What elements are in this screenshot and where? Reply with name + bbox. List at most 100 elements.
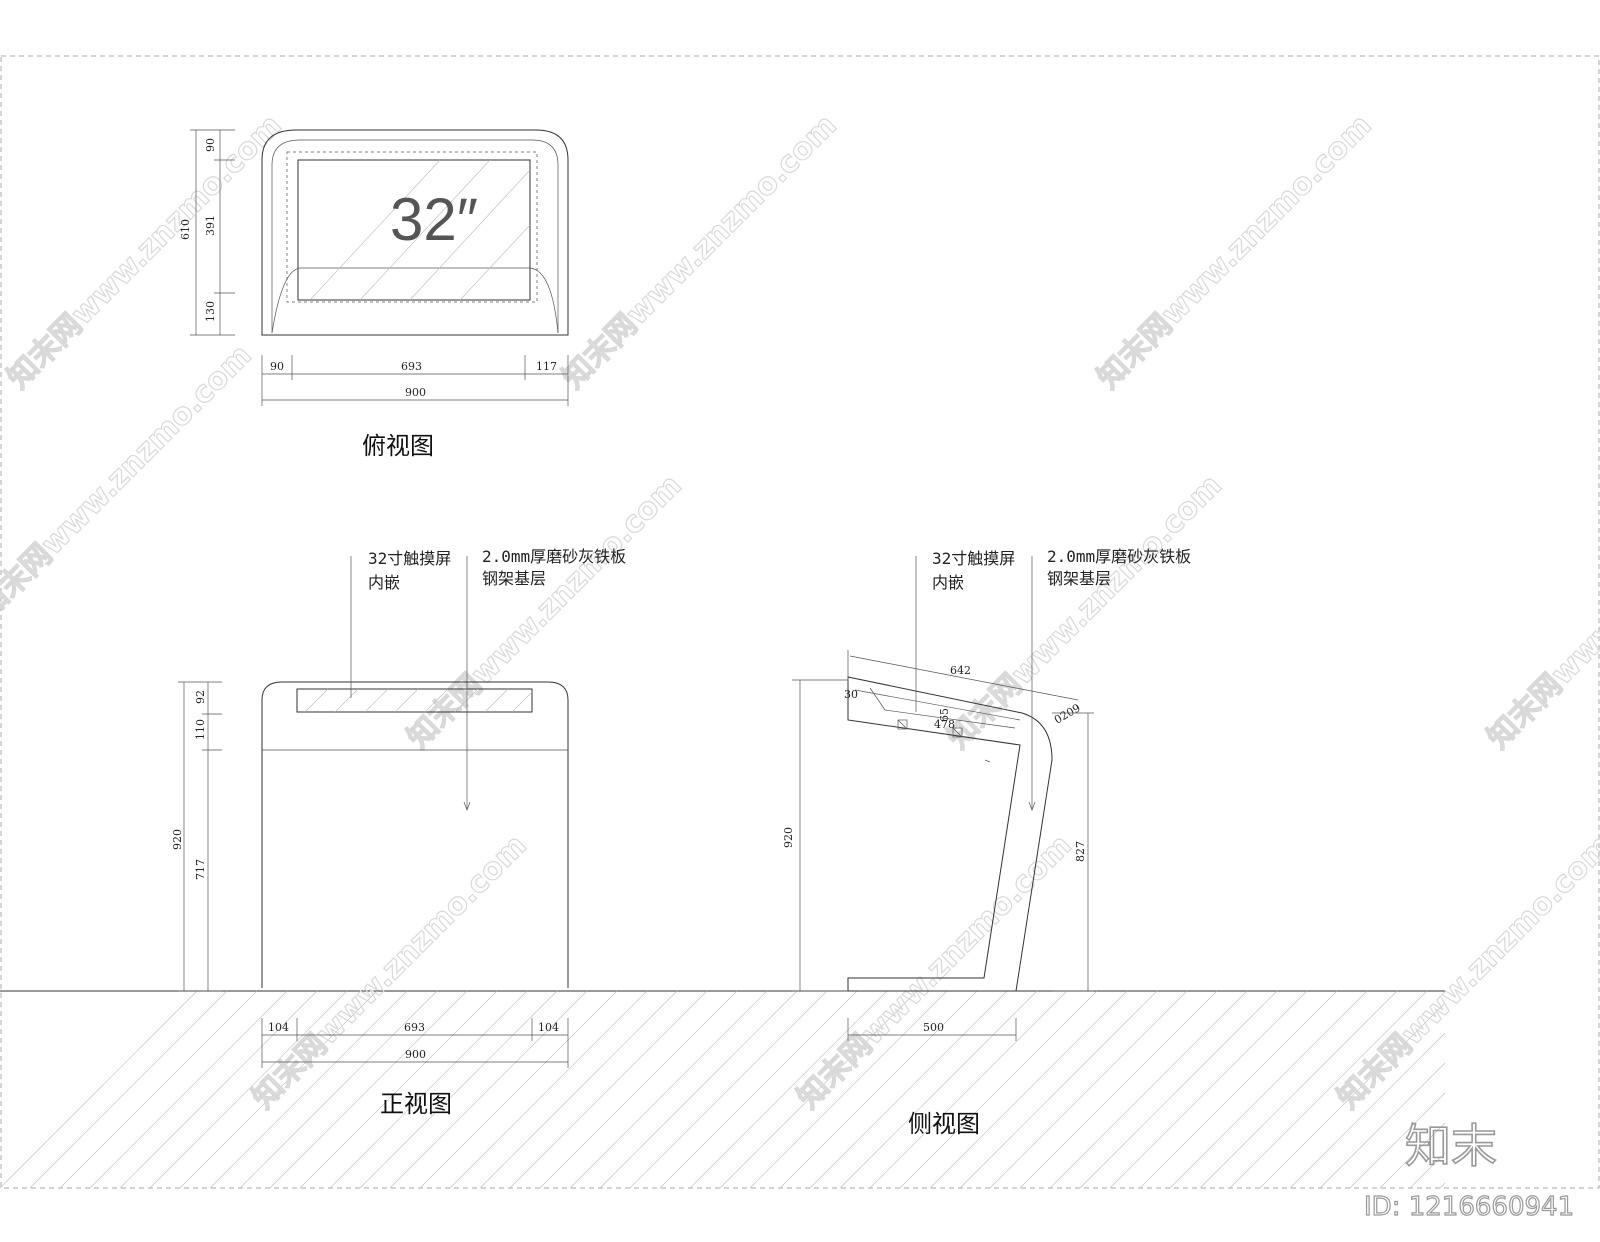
ground-hatch-line <box>179 990 378 1189</box>
ground-hatch-line <box>1139 990 1338 1189</box>
front-view-outline <box>261 681 569 988</box>
ground-hatch-line <box>389 990 588 1189</box>
dim-side-65: 65 <box>938 708 951 722</box>
dim-top-130: 130 <box>204 301 217 322</box>
ground-hatch-line <box>1019 990 1218 1189</box>
watermark-text: 知末网www.znzmo.com <box>246 828 534 1116</box>
watermark-text: 知末网www.znzmo.com <box>791 828 1079 1116</box>
ground-hatch-line <box>749 990 948 1189</box>
ground-hatch-line <box>269 990 468 1189</box>
ground-hatch-line <box>59 990 258 1189</box>
ground-hatch-line <box>509 990 708 1189</box>
side-view-outline <box>847 676 1053 992</box>
watermark-text: 知末网www.znzmo.com <box>1091 108 1379 396</box>
ground-hatch-line <box>1079 990 1278 1189</box>
ground-hatch-line <box>1319 1062 1446 1189</box>
dim-side-radius: 0209 <box>1052 701 1083 726</box>
watermark-text: 知末网www.znzmo.com <box>401 468 689 756</box>
ground-hatch-line <box>989 990 1188 1189</box>
image-id: ID: 1216660941 <box>1364 1192 1574 1222</box>
ground-hatch-line <box>839 990 1038 1189</box>
ground-hatch-line <box>959 990 1158 1189</box>
ground-hatch-line <box>1409 1152 1446 1189</box>
dim-top-total: 610 <box>179 219 192 240</box>
front-note-material-1: 2.0mm厚磨砂灰铁板 <box>482 547 626 566</box>
front-view-screen <box>296 688 533 713</box>
ground-hatch-line <box>929 990 1128 1189</box>
side-note-material-2: 钢架基层 <box>1047 569 1111 588</box>
ground-hatch-line <box>239 990 438 1189</box>
front-view-title: 正视图 <box>380 1090 452 1118</box>
front-note-screen-2: 内嵌 <box>368 573 400 592</box>
ground-hatch-line <box>629 990 828 1189</box>
watermark-text: 知末网www.znzmo.com <box>556 108 844 396</box>
ground-hatch-line <box>659 990 858 1189</box>
front-view: 32寸触摸屏 内嵌 2.0mm厚磨砂灰铁板 钢架基层 920 92 110 71… <box>171 547 626 1118</box>
ground-hatch-line <box>119 990 318 1189</box>
screen-glass-hatch <box>309 159 531 301</box>
ground-hatch-line <box>89 990 288 1189</box>
top-view-outline <box>261 129 569 336</box>
top-view-title: 俯视图 <box>362 432 434 460</box>
ground-hatch-line <box>149 990 348 1189</box>
ground-hatch-line <box>419 990 618 1189</box>
ground-hatch-line <box>1259 1002 1446 1189</box>
ground-hatch-line <box>1229 990 1428 1189</box>
dim-side-827: 827 <box>1074 841 1087 862</box>
ground-hatch-line <box>779 990 978 1189</box>
dim-side-642: 642 <box>950 664 971 677</box>
front-view-bottom-dimensions: 104 693 104 900 <box>261 1018 569 1068</box>
top-view-left-dimensions: 610 90 391 130 <box>179 129 235 336</box>
ground-hatch-line <box>1109 990 1308 1189</box>
top-view-bottom-dimensions: 90 693 117 900 <box>261 355 569 406</box>
dim-front-92: 92 <box>194 690 207 704</box>
top-view-screen <box>297 159 531 301</box>
sheet-border <box>0 55 1600 1189</box>
ground-hatch-line <box>479 990 678 1189</box>
ground-hatch-line <box>0 990 198 1189</box>
ground-hatch <box>0 990 1446 1189</box>
brand-logo: 知末 <box>1405 1119 1497 1173</box>
ground-hatch-line <box>1379 1122 1446 1189</box>
side-note-material-1: 2.0mm厚磨砂灰铁板 <box>1047 547 1191 566</box>
dim-front-110: 110 <box>194 719 207 740</box>
ground-hatch-line <box>29 990 228 1189</box>
ground-hatch-line <box>1169 990 1368 1189</box>
side-view-title: 侧视图 <box>908 1110 980 1138</box>
dim-top-391: 391 <box>204 215 217 236</box>
watermark-text: 知末网www.znzmo.com <box>1331 828 1600 1116</box>
dim-front-900: 900 <box>405 1048 426 1061</box>
dim-top-693: 693 <box>401 360 422 373</box>
ground-hatch-line <box>209 990 408 1189</box>
top-view: 32″ 610 90 391 130 90 693 117 900 <box>179 129 569 460</box>
front-note-material-2: 钢架基层 <box>482 569 546 588</box>
dim-front-717: 717 <box>194 859 207 880</box>
ground-hatch-line <box>689 990 888 1189</box>
dim-front-693: 693 <box>404 1021 425 1034</box>
front-note-screen-1: 32寸触摸屏 <box>368 549 451 568</box>
dim-side-920: 920 <box>782 827 795 848</box>
front-view-left-dimensions: 920 92 110 717 <box>171 681 222 992</box>
dim-top-117: 117 <box>536 360 557 373</box>
ground-hatch-line <box>1199 990 1398 1189</box>
ground-hatch-line <box>1289 1032 1446 1189</box>
dim-top-90: 90 <box>204 138 217 152</box>
ground-hatch-line <box>599 990 798 1189</box>
watermark-text: 知末网www.znzmo.com <box>941 468 1229 756</box>
watermark-text: 知末网www.znzmo.com <box>1481 468 1600 756</box>
dim-side-30: 30 <box>844 688 858 701</box>
dim-front-104-left: 104 <box>268 1021 289 1034</box>
ground-hatch-line <box>869 990 1068 1189</box>
screen-size-label: 32″ <box>390 186 478 253</box>
ground-hatch-line <box>299 990 498 1189</box>
ground-hatch-line <box>449 990 648 1189</box>
ground-hatch-line <box>329 990 528 1189</box>
ground-hatch-line <box>899 990 1098 1189</box>
ground-hatch-line <box>539 990 738 1189</box>
dim-front-920: 920 <box>171 829 184 850</box>
side-view: 32寸触摸屏 内嵌 2.0mm厚磨砂灰铁板 钢架基层 642 30 65 478… <box>782 547 1191 1138</box>
dim-side-500: 500 <box>923 1021 944 1034</box>
dim-top-900: 900 <box>405 386 426 399</box>
ground-hatch-line <box>1349 1092 1446 1189</box>
